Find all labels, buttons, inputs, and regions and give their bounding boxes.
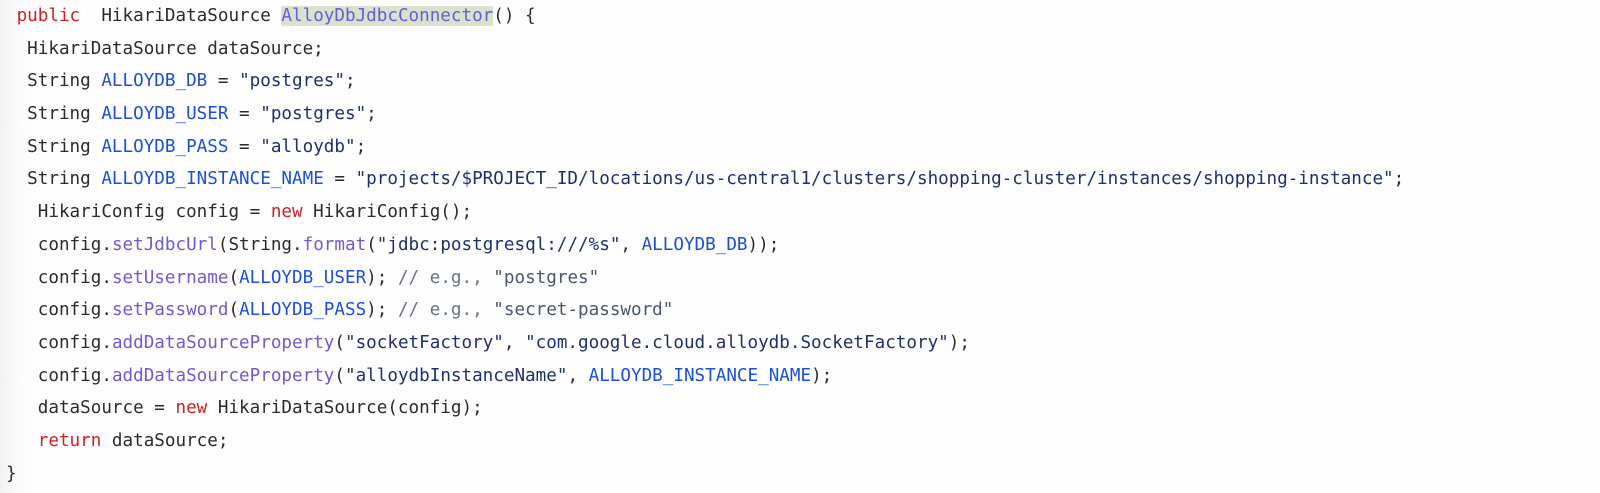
code-line: config.addDataSourceProperty("socketFact… (0, 327, 1600, 360)
code-token-plain: , (567, 365, 589, 386)
code-token-plain: ); (366, 267, 398, 288)
code-token-plain (6, 431, 38, 451)
code-line: dataSource = new HikariDataSource(config… (0, 392, 1600, 425)
code-token-plain: HikariConfig(); (302, 202, 473, 223)
code-token-keyword: public (16, 6, 81, 26)
code-line: String ALLOYDB_DB = "postgres"; (0, 65, 1600, 98)
code-token-plain: config. (6, 300, 112, 321)
code-line: config.setUsername(ALLOYDB_USER); // e.g… (0, 262, 1600, 295)
code-line: String ALLOYDB_PASS = "alloydb"; (0, 131, 1600, 164)
code-token-plain: config. (6, 267, 112, 288)
code-line: String ALLOYDB_USER = "postgres"; (0, 98, 1600, 131)
code-token-plain: = (228, 104, 261, 125)
code-token-string: "alloydb" (260, 136, 356, 157)
code-token-constant: ALLOYDB_DB (101, 71, 208, 92)
code-token-plain: ; (345, 71, 356, 92)
code-token-constant: ALLOYDB_USER (101, 104, 229, 125)
code-line: public HikariDataSource AlloyDbJdbcConne… (0, 0, 1600, 33)
code-token-plain: HikariDataSource dataSource; (6, 38, 324, 59)
code-token-plain: ); (811, 365, 833, 386)
code-token-plain: HikariDataSource(config); (207, 398, 483, 419)
code-token-plain: config. (6, 365, 112, 386)
code-token-string: "jdbc:postgresql:///%s" (376, 234, 621, 255)
code-token-plain: String (6, 71, 102, 92)
code-token-plain: = (207, 71, 240, 92)
code-token-plain: ( (228, 267, 240, 288)
code-token-constant: ALLOYDB_INSTANCE_NAME (101, 169, 324, 190)
code-token-plain: () { (493, 6, 536, 26)
code-token-string: "socketFactory" (344, 332, 504, 353)
code-line: config.setJdbcUrl(String.format("jdbc:po… (0, 229, 1600, 262)
code-token-plain: = (323, 169, 356, 190)
code-token-plain: ; (355, 136, 367, 157)
code-token-string: "postgres" (239, 71, 345, 92)
code-token-method: setPassword (111, 300, 229, 321)
code-token-plain: dataSource = (6, 398, 176, 419)
code-token-constant: ALLOYDB_PASS (101, 136, 229, 157)
code-line: HikariDataSource dataSource; (0, 33, 1600, 66)
code-line: HikariConfig config = new HikariConfig()… (0, 196, 1600, 229)
code-token-method: addDataSourceProperty (111, 365, 335, 386)
code-token-method: format (302, 234, 367, 255)
code-token-string: "postgres" (260, 104, 367, 125)
code-token-plain: (String. (217, 234, 303, 255)
code-token-method: setJdbcUrl (111, 234, 218, 255)
code-token-comment-string: "postgres" (493, 267, 600, 288)
code-token-plain: ; (366, 104, 377, 125)
code-token-plain (6, 6, 17, 26)
code-token-plain: config. (6, 332, 112, 353)
code-token-keyword: return (37, 430, 102, 451)
code-token-plain: ( (334, 332, 345, 353)
code-token-plain: = (228, 136, 261, 157)
code-token-plain: , (620, 234, 642, 255)
code-token-highlight: AlloyDbJdbcConnector (281, 6, 494, 26)
code-token-keyword: new (175, 398, 208, 419)
code-token-keyword: new (270, 202, 303, 223)
code-line: } (0, 458, 1600, 491)
code-token-plain: ); (366, 300, 398, 321)
code-line: config.addDataSourceProperty("alloydbIns… (0, 360, 1600, 393)
code-token-plain: ( (334, 365, 345, 386)
code-token-plain: ); (948, 332, 970, 353)
code-token-plain: ( (228, 300, 240, 321)
code-token-comment-string: "secret-password" (493, 300, 674, 321)
code-token-plain: HikariConfig config = (6, 202, 271, 223)
code-token-plain: HikariDataSource (80, 6, 282, 26)
code-token-comment: // e.g., (397, 300, 494, 321)
code-token-plain: String (6, 104, 102, 125)
code-line: return dataSource; (0, 425, 1600, 458)
code-token-constant: ALLOYDB_PASS (239, 300, 367, 321)
code-token-comment: // e.g., (397, 267, 494, 288)
code-token-plain: String (6, 169, 102, 190)
code-token-constant: ALLOYDB_INSTANCE_NAME (588, 365, 812, 386)
code-token-plain: } (6, 463, 17, 484)
code-token-constant: ALLOYDB_USER (239, 267, 367, 288)
code-token-plain: ; (1393, 169, 1405, 190)
code-token-plain: dataSource; (101, 430, 229, 451)
code-token-string: "com.google.cloud.alloydb.SocketFactory" (525, 332, 949, 353)
code-token-method: setUsername (111, 267, 229, 288)
code-token-constant: ALLOYDB_DB (641, 234, 748, 255)
code-token-plain: String (6, 136, 102, 157)
code-token-plain: )); (747, 234, 780, 255)
code-token-string: "alloydbInstanceName" (344, 365, 568, 386)
code-line: config.setPassword(ALLOYDB_PASS); // e.g… (0, 294, 1600, 327)
code-token-plain: config. (6, 234, 112, 255)
code-token-plain: ( (366, 234, 377, 255)
code-token-method: addDataSourceProperty (111, 332, 335, 353)
code-line: String ALLOYDB_INSTANCE_NAME = "projects… (0, 163, 1600, 196)
code-token-plain: , (503, 332, 526, 353)
code-token-string: "projects/$PROJECT_ID/locations/us-centr… (355, 169, 1394, 190)
